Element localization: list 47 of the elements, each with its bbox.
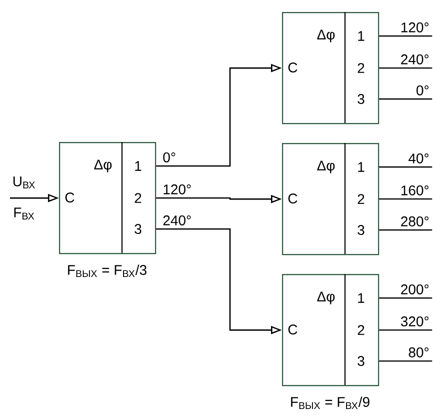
output-number: 3 <box>358 225 364 235</box>
output-line <box>379 198 432 200</box>
edge-label: 280° <box>399 215 430 228</box>
phase-shifter-block <box>282 143 380 256</box>
phase-shifter-block <box>282 12 380 124</box>
output-number: 2 <box>134 193 142 203</box>
clock-input-label: C <box>288 324 298 334</box>
output-line <box>379 229 432 231</box>
clock-input-label: C <box>65 192 74 202</box>
output-number: 2 <box>358 194 364 204</box>
phase-symbol: Δφ <box>317 292 335 304</box>
edge-label: 80° <box>407 346 430 358</box>
edge-label: 120° <box>399 21 430 34</box>
edge-label: 0° <box>414 84 430 96</box>
edge-label: 200° <box>399 283 430 296</box>
edge-label: 160° <box>399 184 430 196</box>
signal-label: F$_{ВХ}$ <box>14 208 34 220</box>
signal-label: U$_{ВХ}$ <box>13 176 35 188</box>
output-line <box>379 67 432 69</box>
output-line <box>379 166 432 168</box>
output-line <box>379 98 432 100</box>
phase-symbol: Δφ <box>317 30 335 42</box>
phase-symbol: Δφ <box>94 160 112 172</box>
output-number: 1 <box>358 293 364 303</box>
phase-symbol: Δφ <box>317 160 335 174</box>
output-number: 1 <box>358 31 364 41</box>
formula-caption: F$_{ВЫХ}$ = F$_{ВХ}$/3 <box>68 264 146 277</box>
edge-label: 240° <box>399 53 430 66</box>
edge-label: 120° <box>162 183 193 196</box>
output-line <box>379 35 432 37</box>
output-number: 2 <box>358 325 364 335</box>
edge-label: 240° <box>162 214 193 226</box>
output-line <box>379 329 432 331</box>
output-number: 3 <box>134 224 142 234</box>
edge-label: 320° <box>399 315 430 328</box>
output-number: 3 <box>358 356 364 366</box>
edge-label: 0° <box>162 151 178 164</box>
clock-input-label: C <box>288 62 298 72</box>
output-line <box>379 297 432 299</box>
output-number: 3 <box>358 94 364 104</box>
output-line <box>379 360 432 362</box>
clock-input-label: C <box>288 194 298 204</box>
formula-caption: F$_{ВЫХ}$ = F$_{ВХ}$/9 <box>291 396 370 409</box>
output-number: 2 <box>358 63 364 73</box>
output-number: 1 <box>135 161 142 171</box>
output-number: 1 <box>358 162 364 172</box>
edge-label: 40° <box>407 152 430 164</box>
